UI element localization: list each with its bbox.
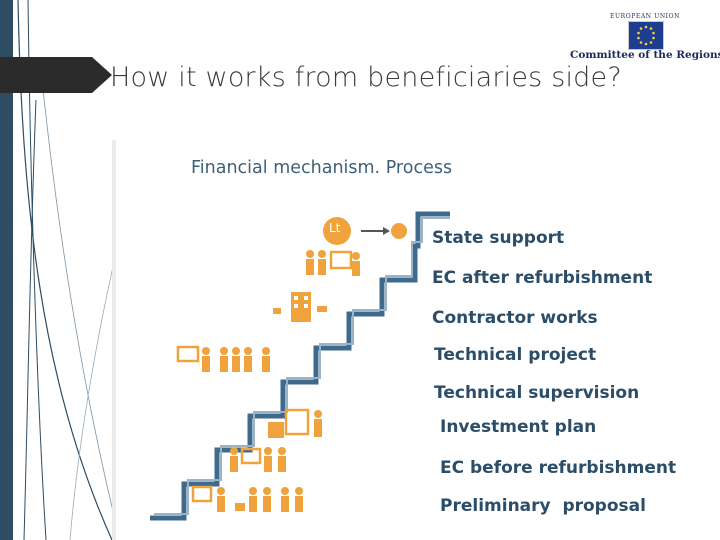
slide-title: How it works from beneficiaries side? <box>110 62 622 93</box>
process-diagram: Financial mechanism. Process Lt <box>116 140 720 540</box>
step-investment-plan: Investment plan <box>440 417 596 437</box>
eu-flag-icon <box>628 21 664 50</box>
step-contractor-works: Contractor works <box>432 308 598 328</box>
documents-icon <box>266 408 328 446</box>
presentation-people-icon <box>304 248 364 292</box>
currency-label: Lt <box>329 221 340 235</box>
step-technical-supervision: Technical supervision <box>434 383 639 403</box>
step-state-support: State support <box>432 228 564 248</box>
staircase <box>116 140 720 540</box>
cor-logo: EUROPEAN UNION Committee of the Regions <box>570 8 720 72</box>
step-preliminary-proposal: Preliminary proposal <box>440 496 646 516</box>
meeting-icon <box>228 445 290 485</box>
family-icon <box>191 485 311 523</box>
team-icon <box>176 345 276 389</box>
step-ec-before-refurbishment: EC before refurbishment <box>440 458 676 478</box>
title-arrow-icon <box>0 57 112 93</box>
step-technical-project: Technical project <box>434 345 596 365</box>
logo-org-name: Committee of the Regions <box>570 49 720 61</box>
currency-icon: Lt <box>321 215 411 251</box>
building-icon <box>271 290 331 328</box>
logo-eu-text: EUROPEAN UNION <box>570 13 720 20</box>
step-ec-after-refurbishment: EC after refurbishment <box>432 268 652 288</box>
